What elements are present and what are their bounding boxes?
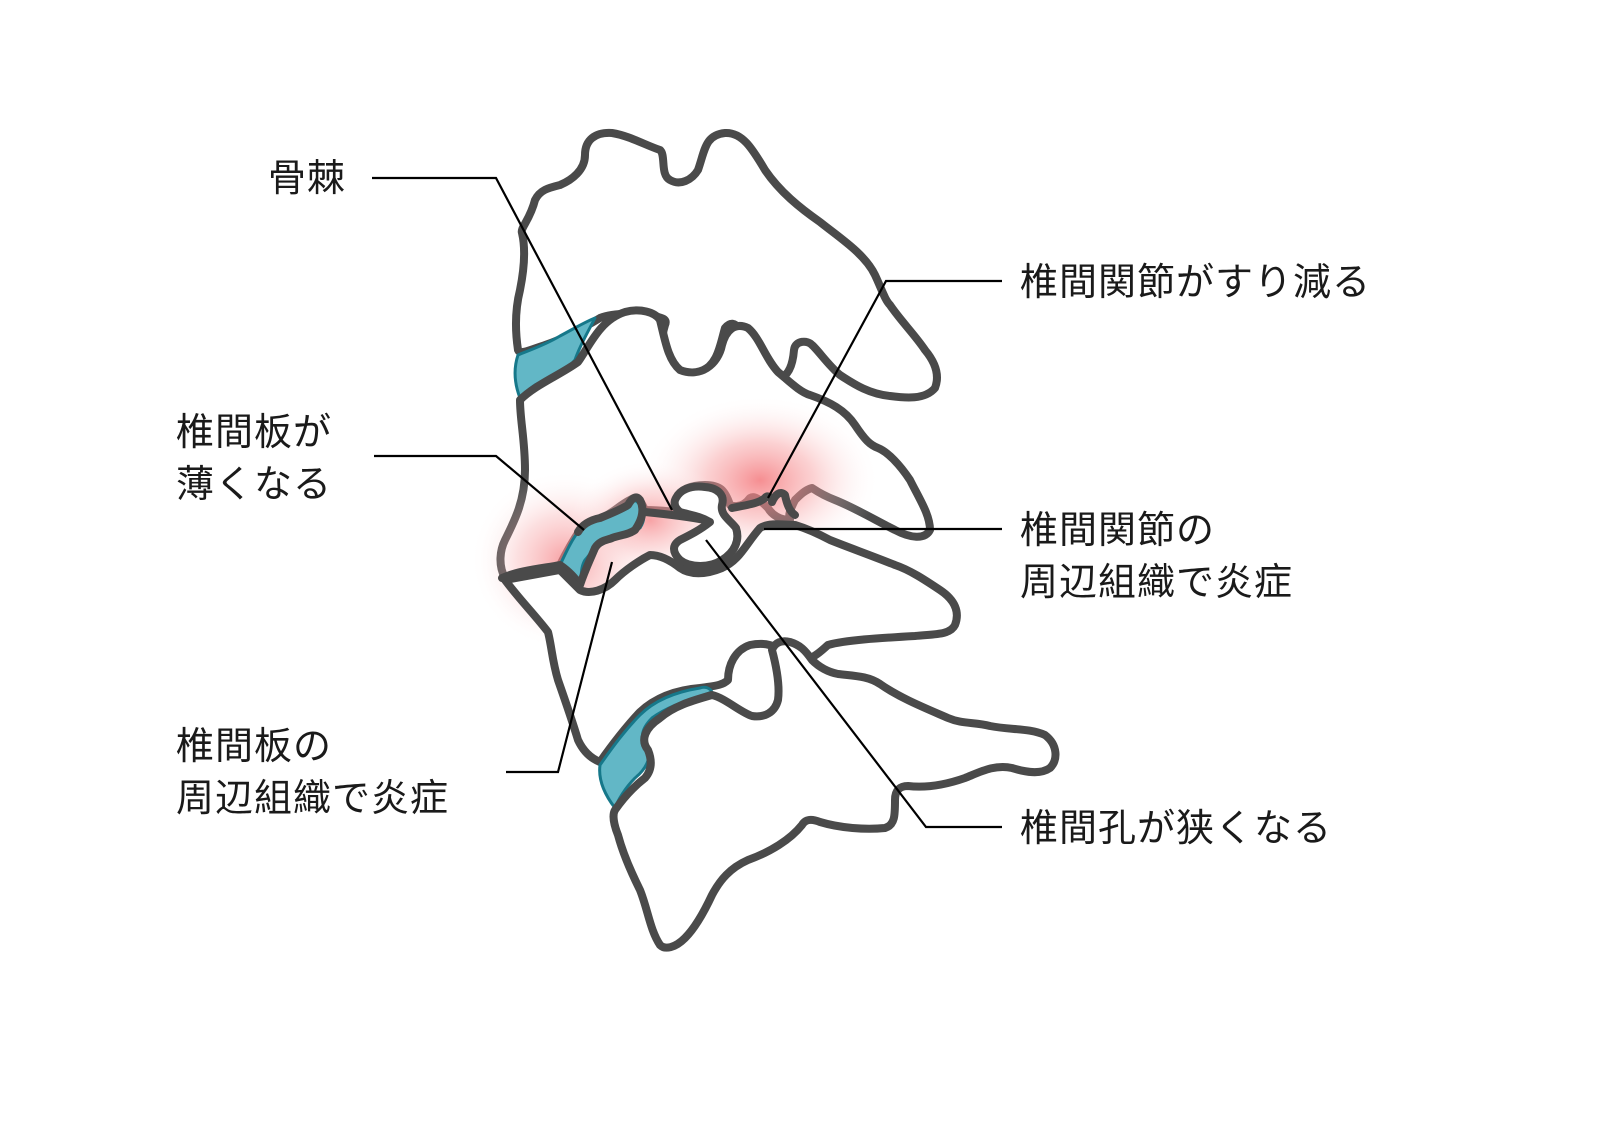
leader-line-facet-wear xyxy=(767,279,1002,499)
leader-line-disc-thinning xyxy=(374,454,585,531)
label-facet-wear: 椎間関節がすり減る xyxy=(1020,256,1371,308)
label-disc-thinning-line-1: 椎間板が xyxy=(176,410,333,454)
label-disc-inflammation: 椎間板の 周辺組織で炎症 xyxy=(176,720,449,824)
leader-line-disc-inflammation xyxy=(506,561,614,774)
label-disc-thinning-line-2: 薄くなる xyxy=(176,462,333,506)
label-facet-wear-line-1: 椎間関節がすり減る xyxy=(1020,260,1372,304)
facet-joint-gap xyxy=(641,489,799,524)
label-disc-inflammation-line-2: 周辺組織で炎症 xyxy=(176,776,450,820)
label-facet-inflammation-line-1: 椎間関節の xyxy=(1020,508,1216,552)
leader-line-bone-spur xyxy=(372,176,673,511)
label-foramen-narrowing-line-1: 椎間孔が狭くなる xyxy=(1020,806,1333,850)
label-disc-inflammation-line-1: 椎間板の xyxy=(176,724,333,768)
label-foramen-narrowing: 椎間孔が狭くなる xyxy=(1020,802,1332,854)
label-disc-thinning: 椎間板が 薄くなる xyxy=(176,406,332,510)
label-facet-inflammation: 椎間関節の 周辺組織で炎症 xyxy=(1020,504,1293,608)
lower-vertebra-body xyxy=(609,637,1060,952)
label-facet-inflammation-line-2: 周辺組織で炎症 xyxy=(1020,560,1294,604)
lower-vertebra xyxy=(609,637,1060,952)
label-bone-spur-line-1: 骨棘 xyxy=(268,156,347,200)
middle-vertebra-lower xyxy=(498,482,961,766)
label-bone-spur: 骨棘 xyxy=(268,152,346,204)
leader-line-foramen-narrowing xyxy=(705,539,1002,829)
middle-disc-outline xyxy=(498,493,647,589)
middle-lower-process xyxy=(501,520,961,766)
